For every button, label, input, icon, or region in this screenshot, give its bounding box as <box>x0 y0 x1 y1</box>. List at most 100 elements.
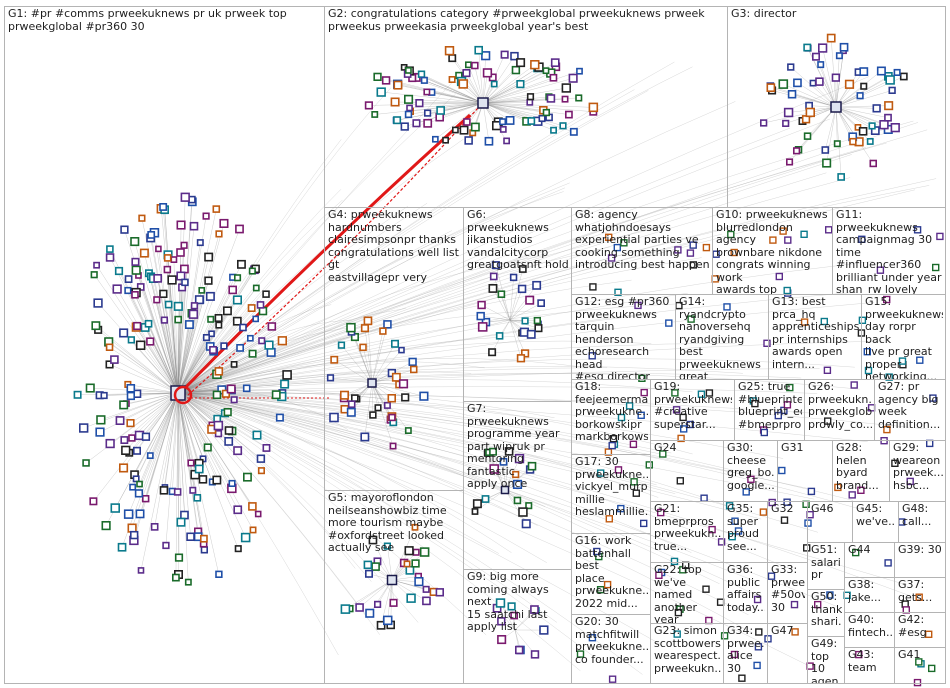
group-g27: G27: pr agency big week definition... <box>874 379 946 441</box>
group-g1: G1: #pr #comms prweekuknews pr uk prweek… <box>4 6 325 684</box>
group-label: G18: feejeemerma... prweekukne... borkow… <box>575 381 648 444</box>
group-label: G3: director <box>731 8 943 21</box>
group-g26: G26: prweekukn... prweekglob... prowly_c… <box>804 379 875 441</box>
group-label: G27: pr agency big week definition... <box>878 381 943 431</box>
group-label: G34: prwee... alice 30 <box>727 625 765 675</box>
group-label: G7: prweekuknews programme year part wip… <box>467 403 569 491</box>
group-label: G47 <box>771 625 805 638</box>
group-g36: G36: public affairs today... <box>723 562 768 624</box>
group-g39: G39: 30 <box>894 542 946 578</box>
group-label: G28: helen byard brand... <box>836 442 887 492</box>
group-g33: G33: prwee... #50ov... 30 <box>767 562 808 624</box>
group-g49: G49: top 10 agen... <box>807 636 845 684</box>
group-label: G22: top we've named another year prweek… <box>654 564 721 624</box>
group-g40: G40: fintech... <box>844 612 895 648</box>
group-label: G1: #pr #comms prweekuknews pr uk prweek… <box>8 8 322 33</box>
group-label: G44 <box>848 544 892 557</box>
group-label: G23: simon scottbowers wearespect... prw… <box>654 625 721 675</box>
group-g45: G45: we've... <box>852 501 899 543</box>
group-label: G13: best prca_hq apprenticeships pr int… <box>772 296 859 371</box>
group-g29: G29: weareon prweek... hsbc... <box>889 440 946 502</box>
group-label: G40: fintech... <box>848 614 892 639</box>
group-label: G39: 30 <box>898 544 943 557</box>
group-g14: G14: ryandcrypto nanoversehq ryandgiving… <box>675 294 769 380</box>
group-label: G12: esg #pr360 prweekuknews tarquin hen… <box>575 296 673 380</box>
group-g2: G2: congratulations category #prweekglob… <box>324 6 728 208</box>
group-label: G31 <box>781 442 830 455</box>
group-g51: G51: salari... pr <box>807 542 845 590</box>
group-g41: G41 <box>894 647 946 684</box>
group-label: G6: prweekuknews jikanstudios vandalcity… <box>467 209 569 272</box>
group-g37: G37: gets... <box>894 577 946 613</box>
group-label: G20: 30 matchfitwill prweekukne... co fo… <box>575 616 648 666</box>
group-label: G25: true #blueprinted blueprint_ed #bme… <box>738 381 802 431</box>
group-label: G5: mayoroflondon neilseanshowbiz time m… <box>328 492 461 555</box>
group-g8: G8: agency whatjohndoesays experiential … <box>571 207 713 295</box>
group-g6: G6: prweekuknews jikanstudios vandalcity… <box>463 207 572 402</box>
group-label: G19: prweekuknews #creative superstar... <box>654 381 732 431</box>
group-g34: G34: prwee... alice 30 <box>723 623 768 684</box>
group-label: G10: prweekuknews blurredlondon agency b… <box>716 209 830 295</box>
group-g22: G22: top we've named another year prweek… <box>650 562 724 624</box>
group-label: G2: congratulations category #prweekglob… <box>328 8 725 33</box>
group-g20: G20: 30 matchfitwill prweekukne... co fo… <box>571 614 651 684</box>
group-g5: G5: mayoroflondon neilseanshowbiz time m… <box>324 490 464 684</box>
group-label: G45: we've... <box>856 503 896 528</box>
group-g7: G7: prweekuknews programme year part wip… <box>463 401 572 570</box>
group-label: G42: #esg <box>898 614 943 639</box>
group-label: G29: weareon prweek... hsbc... <box>893 442 943 492</box>
group-label: G32 <box>771 503 805 516</box>
group-label: G11: prweekuknews campaignmag 30 time #i… <box>836 209 943 295</box>
group-label: G30: cheese greg_bo... google... <box>727 442 775 492</box>
group-label: G17: 30 prweekukne... vickyel_murp... mi… <box>575 456 648 519</box>
group-label: G9: big more coming always next 15 saatc… <box>467 571 569 634</box>
group-g38: G38: jake... <box>844 577 895 613</box>
group-g17: G17: 30 prweekukne... vickyel_murp... mi… <box>571 454 651 534</box>
group-label: G35: super proud see... <box>727 503 765 553</box>
group-label: G48: call... <box>902 503 943 528</box>
group-g28: G28: helen byard brand... <box>832 440 890 502</box>
group-g25: G25: true #blueprinted blueprint_ed #bme… <box>734 379 805 441</box>
group-label: G16: work battenhall best place prweekuk… <box>575 535 648 610</box>
group-g46: G46 <box>807 501 853 543</box>
group-label: G49: top 10 agen... <box>811 638 842 684</box>
group-label: G46 <box>811 503 850 516</box>
group-label: G15: prweekuknews day rorpr back live pr… <box>865 296 943 380</box>
group-g24: G24 <box>650 440 724 502</box>
group-g15: G15: prweekuknews day rorpr back live pr… <box>861 294 946 380</box>
group-g9: G9: big more coming always next 15 saatc… <box>463 569 572 684</box>
group-label: G37: gets... <box>898 579 943 604</box>
group-g50: G50: thank shari... <box>807 589 845 637</box>
group-g18: G18: feejeemerma... prweekukne... borkow… <box>571 379 651 455</box>
group-label: G4: prweekuknews hardnumbers clairesimps… <box>328 209 461 284</box>
group-g13: G13: best prca_hq apprenticeships pr int… <box>768 294 862 380</box>
group-label: G43: team <box>848 649 892 674</box>
group-g19: G19: prweekuknews #creative superstar... <box>650 379 735 441</box>
group-g11: G11: prweekuknews campaignmag 30 time #i… <box>832 207 946 295</box>
group-label: G36: public affairs today... <box>727 564 765 614</box>
group-label: G8: agency whatjohndoesays experiential … <box>575 209 710 272</box>
group-g30: G30: cheese greg_bo... google... <box>723 440 778 502</box>
group-label: G51: salari... pr <box>811 544 842 582</box>
group-g43: G43: team <box>844 647 895 684</box>
group-g32: G32 <box>767 501 808 563</box>
group-g21: G21: bmeprpros prweekukn... true... <box>650 501 724 563</box>
group-g3: G3: director <box>727 6 946 208</box>
group-g23: G23: simon scottbowers wearespect... prw… <box>650 623 724 684</box>
group-g42: G42: #esg <box>894 612 946 648</box>
group-label: G26: prweekukn... prweekglob... prowly_c… <box>808 381 872 431</box>
group-label: G14: ryandcrypto nanoversehq ryandgiving… <box>679 296 766 380</box>
group-g12: G12: esg #pr360 prweekuknews tarquin hen… <box>571 294 676 380</box>
group-label: G21: bmeprpros prweekukn... true... <box>654 503 721 553</box>
group-g44: G44 <box>844 542 895 578</box>
group-label: G41 <box>898 649 943 662</box>
group-g35: G35: super proud see... <box>723 501 768 563</box>
group-g31: G31 <box>777 440 833 502</box>
group-g48: G48: call... <box>898 501 946 543</box>
group-g4: G4: prweekuknews hardnumbers clairesimps… <box>324 207 464 491</box>
group-label: G33: prwee... #50ov... 30 <box>771 564 805 614</box>
group-g10: G10: prweekuknews blurredlondon agency b… <box>712 207 833 295</box>
group-label: G38: jake... <box>848 579 892 604</box>
group-g16: G16: work battenhall best place prweekuk… <box>571 533 651 615</box>
